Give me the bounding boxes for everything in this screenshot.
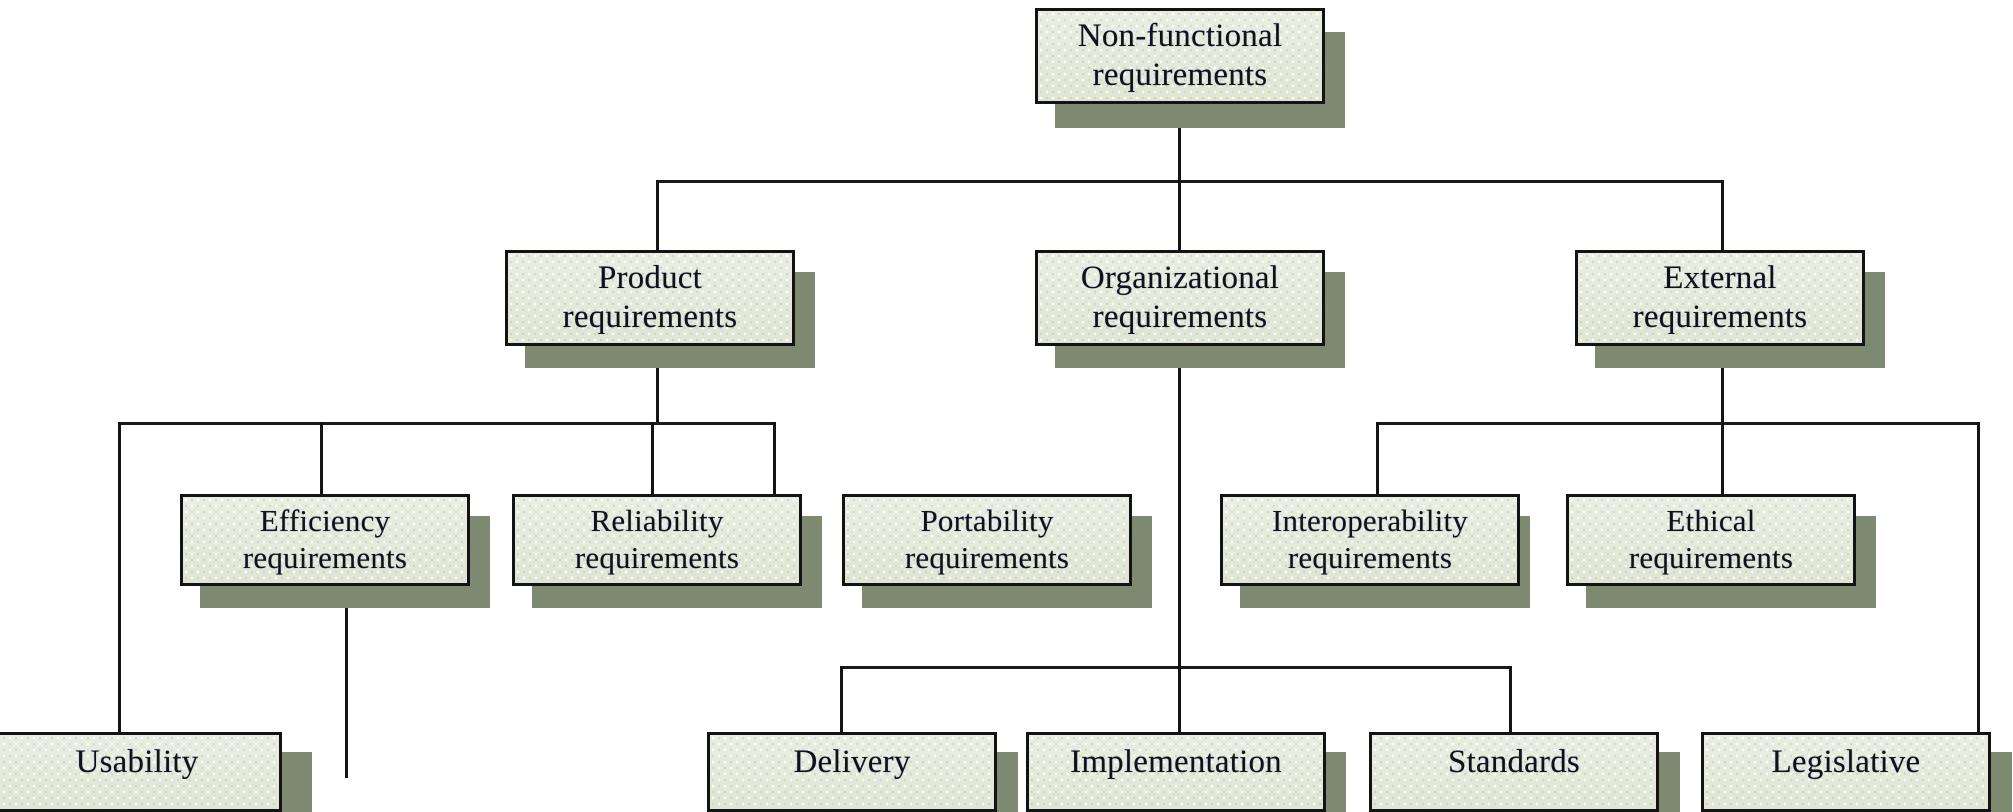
node-label-line1: Efficiency xyxy=(259,503,391,539)
node-reliability-requirements[interactable]: Reliability requirements xyxy=(512,494,802,586)
edge-bus-root xyxy=(656,180,1724,183)
edge-product-to-reliability xyxy=(651,422,654,496)
node-label-line2: requirements xyxy=(1287,540,1453,575)
node-label-line1: Interoperability xyxy=(1271,503,1468,539)
diagram-canvas: Non-functional requirements Product requ… xyxy=(0,8,2012,812)
node-label-line1: Ethical xyxy=(1666,503,1756,539)
node-label-line1: Legislative xyxy=(1771,744,1921,780)
node-usability[interactable]: Usability xyxy=(0,732,282,812)
node-label-line1: Standards xyxy=(1448,744,1580,780)
node-label-line1: Reliability xyxy=(590,503,724,539)
node-label-line2: requirements xyxy=(1628,540,1794,575)
edge-root-to-product xyxy=(656,180,659,252)
node-label-line2: requirements xyxy=(562,299,738,335)
node-product-requirements[interactable]: Product requirements xyxy=(505,250,795,346)
node-label-line2: requirements xyxy=(1632,299,1808,335)
node-label-line1: Organizational xyxy=(1080,260,1280,297)
node-label-line2: requirements xyxy=(904,540,1070,575)
node-external-requirements[interactable]: External requirements xyxy=(1575,250,1865,346)
node-label-line1: Product xyxy=(597,260,703,297)
node-ethical-requirements[interactable]: Ethical requirements xyxy=(1566,494,1856,586)
edge-product-stem xyxy=(656,356,659,424)
node-label-line2: requirements xyxy=(574,540,740,575)
edge-bus-external xyxy=(1376,422,1980,425)
edge-external-to-ethical xyxy=(1721,422,1724,496)
node-label-line2: requirements xyxy=(242,540,408,575)
node-legislative[interactable]: Legislative xyxy=(1701,732,1991,812)
edge-root-to-external xyxy=(1721,180,1724,252)
node-label-line1: Usability xyxy=(75,744,199,780)
node-non-functional-requirements[interactable]: Non-functional requirements xyxy=(1035,8,1325,104)
edge-product-to-efficiency xyxy=(320,422,323,496)
node-portability-requirements[interactable]: Portability requirements xyxy=(842,494,1132,586)
node-label-line1: Non-functional xyxy=(1077,18,1283,55)
node-label-line1: Portability xyxy=(920,503,1054,539)
node-implementation[interactable]: Implementation xyxy=(1026,732,1326,812)
edge-product-to-usability xyxy=(118,422,121,734)
edge-external-to-legislative xyxy=(1977,422,1980,734)
edge-root-to-organizational xyxy=(1178,180,1181,252)
node-label-line1: Implementation xyxy=(1070,744,1282,780)
edge-organizational-to-delivery xyxy=(840,666,843,734)
edge-bus-organizational xyxy=(840,666,1512,669)
edge-root-stem xyxy=(1178,92,1181,182)
node-label-line1: External xyxy=(1663,260,1777,297)
node-organizational-requirements[interactable]: Organizational requirements xyxy=(1035,250,1325,346)
node-label-line1: Delivery xyxy=(793,744,911,780)
node-label-line2: requirements xyxy=(1092,299,1268,335)
edge-external-to-interoperability xyxy=(1376,422,1379,496)
edge-external-stem xyxy=(1721,356,1724,424)
edge-bus-product xyxy=(118,422,776,425)
node-interoperability-requirements[interactable]: Interoperability requirements xyxy=(1220,494,1520,586)
edge-product-to-portability xyxy=(773,422,776,496)
edge-organizational-to-implementation xyxy=(1178,666,1181,734)
edge-organizational-stem xyxy=(1178,356,1181,668)
node-label-line2: requirements xyxy=(1092,57,1268,93)
node-delivery[interactable]: Delivery xyxy=(707,732,997,812)
edge-efficiency-stub xyxy=(345,598,348,778)
node-efficiency-requirements[interactable]: Efficiency requirements xyxy=(180,494,470,586)
node-standards[interactable]: Standards xyxy=(1369,732,1659,812)
edge-organizational-to-standards xyxy=(1509,666,1512,734)
